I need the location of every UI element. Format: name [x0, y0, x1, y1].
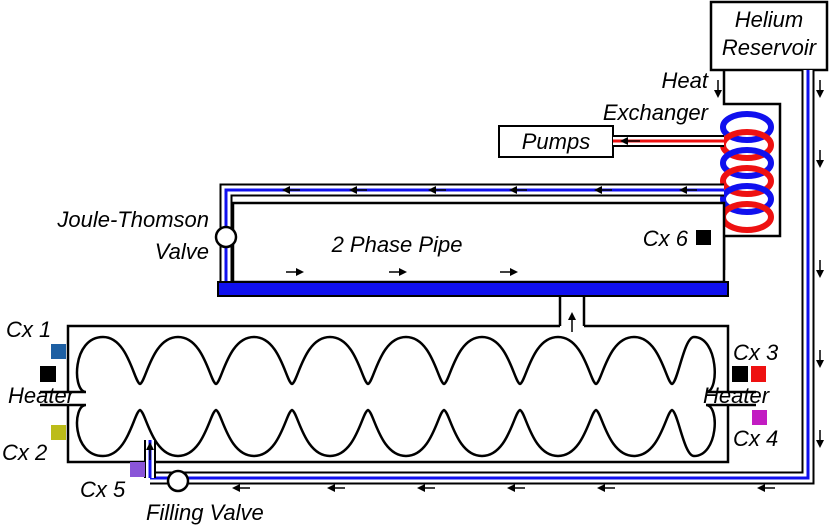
sensor-cx1	[51, 344, 66, 359]
filling-valve	[166, 469, 190, 493]
two-phase-liquid-level	[217, 281, 729, 297]
reservoir-label-line1: Helium	[735, 7, 803, 32]
joule-thomson-valve	[214, 225, 238, 249]
sensor-cx5	[130, 462, 145, 477]
cx3-label: Cx 3	[733, 340, 779, 365]
heater-left-label: Heater	[8, 383, 76, 408]
pumps-box	[498, 125, 614, 158]
cx1-label: Cx 1	[6, 317, 51, 342]
cx6-label: Cx 6	[643, 226, 689, 251]
heater-right-label: Heater	[703, 383, 771, 408]
sensor-cx3	[732, 366, 748, 382]
helium-reservoir	[709, 0, 829, 72]
cx4-label: Cx 4	[733, 426, 778, 451]
sensor-cx2	[51, 425, 66, 440]
two-phase-pipe	[231, 201, 726, 284]
cx5-label: Cx 5	[80, 477, 126, 502]
sensor-cx6	[696, 230, 711, 245]
supply-flow-arrows	[232, 80, 824, 492]
nine-cell-cavity	[40, 335, 756, 458]
two-phase-pipe-label: 2 Phase Pipe	[331, 232, 463, 257]
sensor-cx3-red	[751, 366, 766, 382]
filling-valve-label: Filling Valve	[146, 500, 264, 525]
heat-exchanger-label-line1: Heat	[662, 68, 709, 93]
jt-supply-pipe	[219, 183, 724, 282]
sensor-cx4	[752, 410, 767, 425]
pumps-label: Pumps	[522, 129, 590, 154]
heat-exchanger-label-line2: Exchanger	[603, 100, 710, 125]
jt-valve-label-line2: Valve	[155, 239, 209, 264]
heater-left	[40, 366, 56, 382]
helium-vessel	[66, 324, 730, 464]
jt-valve-label-line1: Joule-Thomson	[56, 207, 209, 232]
heat-exchanger-coil	[719, 111, 774, 262]
cx2-label: Cx 2	[2, 440, 47, 465]
reservoir-label-line2: Reservoir	[722, 35, 818, 60]
supply-pipe	[150, 70, 815, 485]
chimney	[558, 296, 586, 326]
